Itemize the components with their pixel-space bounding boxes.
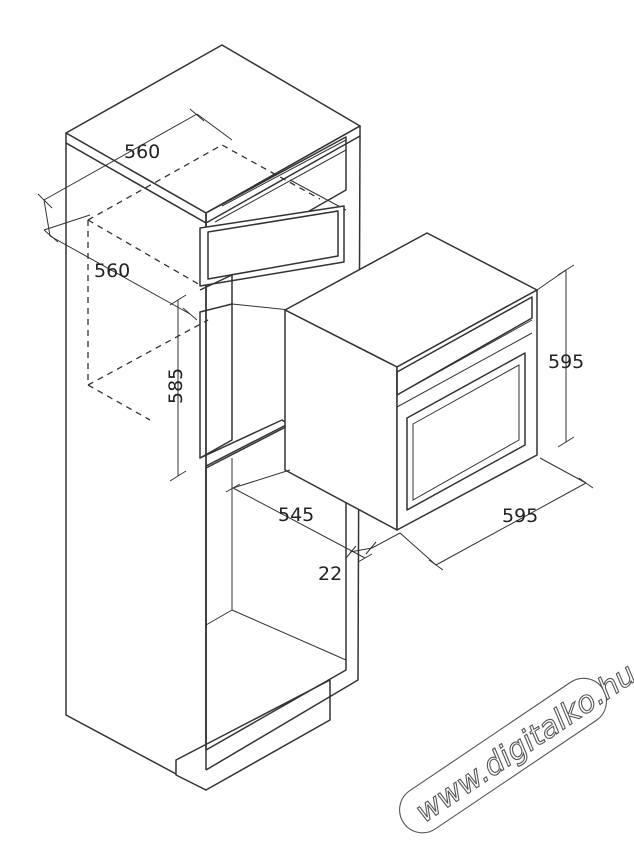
label-front-thickness: 22 bbox=[318, 563, 342, 585]
label-cabinet-width: 560 bbox=[124, 141, 160, 163]
oven-door-window bbox=[406, 352, 526, 511]
label-cabinet-depth: 560 bbox=[94, 260, 130, 282]
watermark: www.digitalko.hu bbox=[399, 656, 634, 834]
oven bbox=[284, 232, 538, 531]
label-oven-height: 595 bbox=[548, 351, 584, 373]
niche-top bbox=[199, 274, 233, 304]
niche-bottom-shelf bbox=[199, 419, 289, 467]
niche-inner-left bbox=[199, 303, 233, 459]
upper-flap bbox=[199, 205, 345, 287]
watermark-text: www.digitalko.hu bbox=[409, 657, 634, 830]
label-oven-depth: 545 bbox=[278, 504, 314, 526]
label-oven-width: 595 bbox=[502, 505, 538, 527]
cabinet-left-panel bbox=[65, 142, 207, 791]
label-niche-height: 585 bbox=[165, 368, 187, 404]
tall-cabinet bbox=[65, 44, 361, 791]
dimension-lines bbox=[37, 108, 594, 571]
oven-control-panel bbox=[396, 296, 533, 396]
